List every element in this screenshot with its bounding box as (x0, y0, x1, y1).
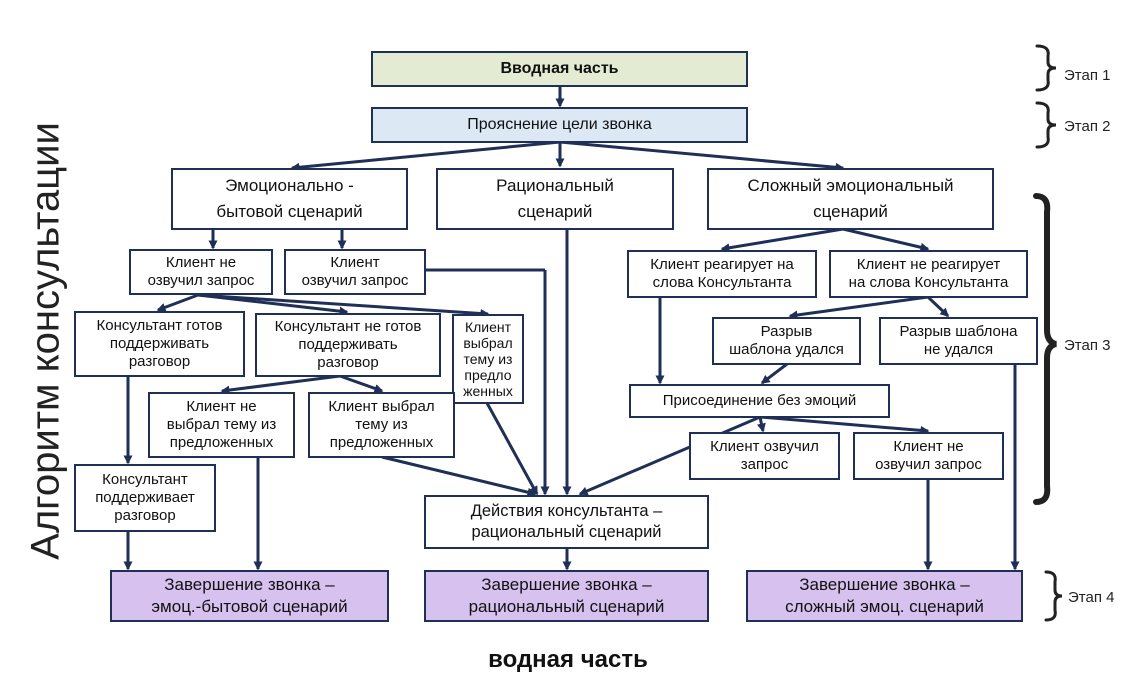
node-consultant-not-ready: Консультант не готов поддерживать разгов… (255, 313, 441, 377)
arrow-notreacts-success (788, 295, 929, 320)
arrow-joining-actions (578, 415, 761, 496)
node-break-fail: Разрыв шаблона не удался (879, 317, 1038, 365)
arrow-purpose-complex (559, 140, 845, 172)
node-client-not-reacts: Клиент не реагирует на слова Консультант… (829, 250, 1028, 298)
arrow-purpose-emo (290, 140, 561, 172)
node-consultant-actions: Действия консультанта – рациональный сце… (424, 495, 709, 549)
arrow-chose-actions (381, 455, 537, 497)
node-complex-scenario: Сложный эмоциональный сценарий (707, 168, 994, 230)
node-end-rational: Завершение звонка – рациональный сценари… (424, 570, 709, 622)
arrow-complex-reacts (720, 227, 844, 253)
arrow-norequest-chose (197, 293, 490, 319)
node-emo-no-request: Клиент не озвучил запрос (129, 249, 273, 295)
node-emo-request: Клиент озвучил запрос (284, 249, 426, 295)
node-end-complex: Завершение звонка – сложный эмоц. сценар… (746, 570, 1023, 622)
arrow-notready-notchose (220, 374, 341, 395)
node-consultant-ready: Консультант готов поддерживать разговор (74, 311, 245, 377)
stage-label-1: Этап 1 (1064, 67, 1111, 84)
node-break-success: Разрыв шаблона удался (712, 317, 861, 365)
stage-label-3: Этап 3 (1064, 337, 1111, 354)
arrow-success-joining (760, 362, 788, 385)
node-consultant-supports: Консультант поддерживает разговор (74, 464, 216, 532)
arrow-chose-small-actions (485, 402, 539, 496)
arrow-notreacts-fail (926, 295, 950, 318)
node-joining: Присоединение без эмоций (629, 384, 890, 418)
arrow-joining-request (757, 416, 766, 433)
node-intro: Вводная часть (371, 51, 748, 87)
node-end-emo: Завершение звонка – эмоц.-бытовой сценар… (110, 570, 389, 622)
diagram-title: Алгоритм консультации (23, 122, 68, 560)
node-complex-no-request: Клиент не озвучил запрос (853, 432, 1004, 480)
brace-stage-1 (1035, 44, 1057, 92)
caption: водная часть (488, 646, 648, 673)
brace-stage-4 (1044, 570, 1063, 622)
arrow-joining-norequest (759, 415, 930, 435)
node-purpose: Прояснение цели звонка (371, 107, 748, 143)
arrow-complex-notreacts (842, 227, 930, 252)
node-client-not-chose: Клиент не выбрал тему из предложенных (148, 392, 295, 458)
stage-label-4: Этап 4 (1068, 589, 1115, 606)
node-rational-scenario: Рациональный сценарий (436, 168, 674, 230)
node-emo-scenario: Эмоционально - бытовой сценарий (171, 168, 408, 230)
brace-stage-2 (1035, 101, 1057, 149)
node-complex-request: Клиент озвучил запрос (689, 432, 840, 480)
node-client-reacts: Клиент реагирует на слова Консультанта (627, 250, 817, 298)
node-client-chose-topic-small: Клиент выбрал тему из предло женных (452, 314, 524, 404)
arrow-norequest-ready (156, 293, 199, 312)
stage-label-2: Этап 2 (1064, 118, 1111, 135)
node-client-chose-topic: Клиент выбрал тему из предложенных (308, 392, 455, 458)
arrow-notready-chose (339, 374, 384, 393)
brace-stage-3 (1033, 193, 1057, 505)
